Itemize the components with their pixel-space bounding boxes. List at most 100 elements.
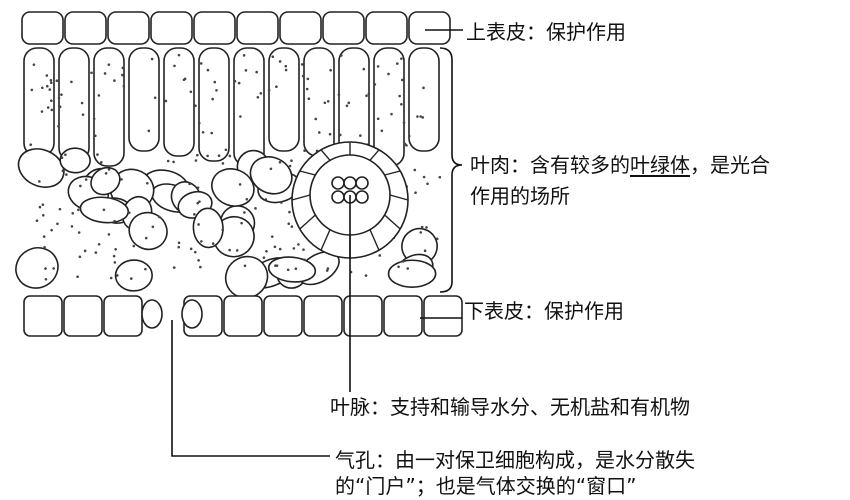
chloroplast-dot: [210, 131, 214, 135]
spongy-cell: [59, 147, 91, 174]
chloroplast-dot: [421, 116, 425, 119]
label-upper-epidermis: 上表皮：保护作用: [466, 20, 626, 44]
chloroplast-dot: [100, 160, 103, 164]
chloroplast-dot: [221, 228, 225, 232]
chloroplast-dot: [189, 247, 193, 251]
chloroplast-dot: [96, 153, 99, 156]
chloroplast-dot: [435, 237, 439, 241]
palisade-cell: [163, 47, 195, 157]
chloroplast-term: 叶绿体: [630, 153, 690, 177]
palisade-cell: [268, 47, 300, 152]
chloroplast-dot: [256, 95, 260, 99]
chloroplast-dot: [438, 175, 442, 179]
upper-epidermis-cell: [107, 11, 150, 45]
chloroplast-dot: [188, 182, 191, 186]
chloroplast-dot: [79, 184, 82, 188]
chloroplast-dot: [194, 159, 198, 162]
chloroplast-dot: [40, 86, 44, 90]
chloroplast-dot: [46, 106, 50, 109]
chloroplast-dot: [228, 248, 231, 252]
label-lower-epidermis: 下表皮：保护作用: [464, 299, 624, 323]
upper-epidermis-cell: [322, 11, 365, 45]
chloroplast-dot: [387, 72, 390, 76]
lower-epidermis-cell: [223, 295, 263, 337]
chloroplast-dot: [425, 226, 428, 229]
palisade-cell: [58, 47, 90, 162]
chloroplast-dot: [102, 208, 106, 212]
vein-cell-wall: [299, 214, 316, 230]
chloroplast-dot: [419, 115, 422, 118]
chloroplast-dot: [290, 225, 294, 228]
chloroplast-dot: [338, 133, 342, 137]
label-stoma-line2: 的“门户”；也是气体交换的“窗口”: [335, 474, 637, 498]
chloroplast-dot: [290, 159, 293, 162]
chloroplast-dot: [397, 265, 400, 269]
guard-cell: [181, 299, 203, 329]
mesophyll-bracket: [439, 47, 463, 293]
upper-epidermis-cell: [193, 11, 236, 45]
spongy-cell: [224, 255, 269, 299]
vein-cell-wall: [369, 229, 380, 251]
chloroplast-dot: [245, 198, 249, 201]
vessel: [355, 190, 369, 204]
chloroplast-dot: [278, 247, 282, 251]
chloroplast-dot: [147, 129, 151, 133]
chloroplast-dot: [297, 243, 300, 246]
palisade-cell: [303, 47, 335, 157]
chloroplast-dot: [211, 242, 215, 245]
chloroplast-dot: [113, 79, 116, 82]
chloroplast-dot: [376, 117, 380, 121]
chloroplast-dot: [30, 88, 34, 92]
chloroplast-dot: [196, 153, 199, 157]
chloroplast-dot: [271, 55, 275, 59]
chloroplast-dot: [414, 191, 417, 195]
upper-epidermis-cell: [21, 11, 64, 45]
chloroplast-dot: [325, 269, 329, 272]
chloroplast-dot: [347, 101, 351, 105]
chloroplast-dot: [201, 130, 205, 134]
chloroplast-dot: [60, 156, 64, 160]
upper-epidermis-cell: [408, 11, 451, 45]
palisade-cell: [198, 47, 230, 162]
chloroplast-dot: [50, 108, 54, 112]
chloroplast-dot: [402, 121, 406, 124]
chloroplast-dot: [197, 223, 200, 226]
chloroplast-dot: [172, 160, 175, 164]
chloroplast-dot: [267, 88, 271, 92]
chloroplast-dot: [109, 276, 113, 280]
chloroplast-dot: [238, 183, 242, 186]
chloroplast-dot: [144, 267, 147, 271]
chloroplast-dot: [213, 80, 217, 84]
lower-epidermis-cell: [423, 295, 463, 337]
upper-epidermis-cell: [236, 11, 279, 45]
chloroplast-dot: [239, 115, 242, 118]
vessel: [331, 190, 345, 204]
chloroplast-dot: [302, 248, 305, 251]
chloroplast-dot: [52, 267, 55, 270]
chloroplast-dot: [390, 112, 393, 116]
chloroplast-dot: [49, 81, 53, 85]
chloroplast-dot: [235, 249, 239, 252]
chloroplast-dot: [280, 201, 283, 204]
lower-epidermis-cell: [343, 295, 383, 337]
chloroplast-dot: [71, 211, 75, 215]
chloroplast-dot: [49, 99, 53, 102]
chloroplast-dot: [92, 117, 96, 121]
chloroplast-dot: [199, 62, 203, 65]
chloroplast-dot: [129, 277, 133, 280]
label-mesophyll-line2: 作用的场所: [470, 184, 570, 208]
chloroplast-dot: [70, 225, 74, 228]
chloroplast-dot: [423, 249, 427, 253]
chloroplast-dot: [286, 268, 290, 272]
guard-cell: [141, 299, 163, 329]
chloroplast-dot: [323, 101, 327, 105]
chloroplast-dot: [120, 178, 123, 181]
upper-epidermis-cell: [365, 11, 408, 45]
lower-epidermis-cell: [303, 295, 343, 337]
chloroplast-dot: [265, 250, 268, 253]
chloroplast-dot: [200, 240, 203, 243]
spongy-cell: [114, 259, 153, 292]
chloroplast-dot: [77, 208, 80, 212]
